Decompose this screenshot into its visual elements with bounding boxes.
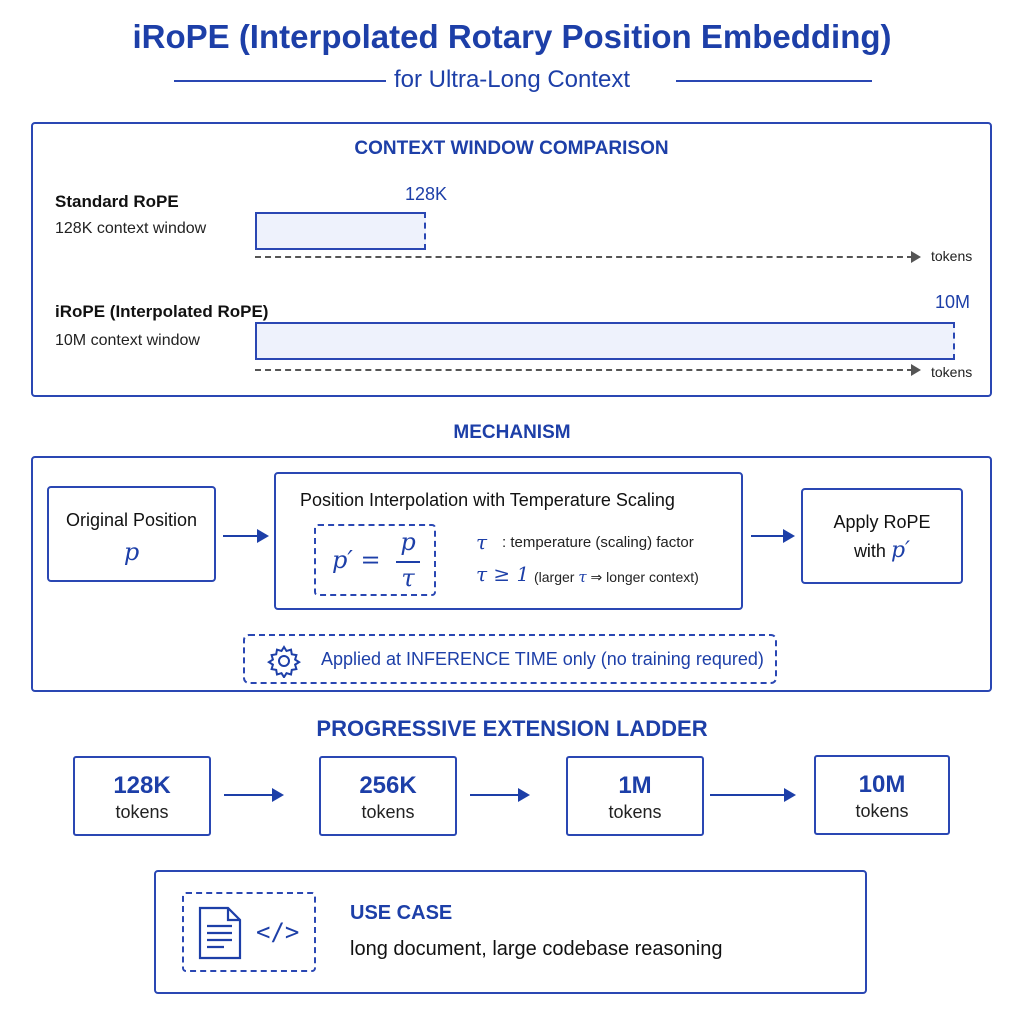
ladder-step-unit: tokens xyxy=(361,802,415,822)
formula-denominator: τ xyxy=(401,564,415,592)
ladder-step-value: 1M xyxy=(618,772,652,799)
irope-token-axis xyxy=(255,369,913,371)
apply-rope-box: Apply RoPE with p′ xyxy=(801,488,963,584)
irope-bar-value: 10M xyxy=(935,292,971,312)
ladder-step: 10M tokens xyxy=(814,755,950,835)
standard-rope-sub: 128K context window xyxy=(55,220,207,237)
mechanism-panel: Original Position p Position Interpolati… xyxy=(31,456,992,692)
usecase-icon-group: </> xyxy=(182,892,316,972)
interpolation-box: Position Interpolation with Temperature … xyxy=(274,472,743,610)
ladder-step: 128K tokens xyxy=(73,756,211,836)
ladder-step-unit: tokens xyxy=(855,801,909,821)
comparison-heading: CONTEXT WINDOW COMPARISON xyxy=(354,138,669,159)
gear-icon xyxy=(267,645,301,678)
standard-token-axis xyxy=(255,256,913,258)
formula-lhs: p′ = xyxy=(332,546,381,574)
ladder-step-value: 10M xyxy=(858,771,906,798)
tau-symbol: τ xyxy=(476,530,488,554)
page-title: iRoPE (Interpolated Rotary Position Embe… xyxy=(132,18,892,55)
ladder-step-value: 256K xyxy=(359,772,417,799)
subtitle-rule-right xyxy=(676,80,872,82)
code-icon: </> xyxy=(256,918,300,946)
page-subtitle: for Ultra-Long Context xyxy=(393,66,631,93)
tau-condition-note: (larger τ ⇒ longer context) xyxy=(534,568,699,586)
subtitle-rule-left xyxy=(174,80,386,82)
apply-rope-title: Apply RoPE xyxy=(833,512,931,532)
ladder-heading: PROGRESSIVE EXTENSION LADDER xyxy=(316,716,708,741)
standard-rope-label: Standard RoPE xyxy=(55,192,179,211)
standard-axis-label: tokens xyxy=(931,248,973,264)
formula-box: p′ = p τ xyxy=(314,524,436,596)
ladder-step-unit: tokens xyxy=(608,802,662,822)
axis-arrowhead xyxy=(911,251,921,263)
arrow-right-icon xyxy=(470,788,530,802)
ladder-step: 1M tokens xyxy=(566,756,704,836)
mechanism-heading: MECHANISM xyxy=(453,422,571,443)
tau-description: : temperature (scaling) factor xyxy=(502,534,694,551)
apply-rope-with: with p′ xyxy=(853,538,911,563)
tau-condition: τ ≥ 1 xyxy=(476,562,530,586)
standard-context-bar xyxy=(255,212,426,250)
irope-context-bar xyxy=(255,322,955,360)
usecase-panel: </> USE CASE long document, large codeba… xyxy=(154,870,867,994)
formula-numerator: p xyxy=(400,528,416,556)
standard-bar-value: 128K xyxy=(405,184,448,204)
original-position-title: Original Position xyxy=(65,510,198,530)
inference-note: Applied at INFERENCE TIME only (no train… xyxy=(243,634,777,684)
arrow-right-icon xyxy=(223,529,269,543)
arrow-right-icon xyxy=(710,788,796,802)
inference-note-text: Applied at INFERENCE TIME only (no train… xyxy=(321,649,764,669)
arrow-right-icon xyxy=(224,788,284,802)
ladder-step: 256K tokens xyxy=(319,756,457,836)
position-symbol: p xyxy=(123,538,140,566)
original-position-box: Original Position p xyxy=(47,486,216,582)
irope-label: iRoPE (Interpolated RoPE) xyxy=(55,302,269,321)
interpolation-title: Position Interpolation with Temperature … xyxy=(300,490,675,510)
subtitle-block: for Ultra-Long Context xyxy=(0,66,1024,96)
usecase-text: long document, large codebase reasoning xyxy=(350,938,723,960)
irope-axis-label: tokens xyxy=(931,364,973,380)
axis-arrowhead xyxy=(911,364,921,376)
irope-sub: 10M context window xyxy=(55,332,200,349)
comparison-panel: CONTEXT WINDOW COMPARISON Standard RoPE … xyxy=(31,122,992,397)
usecase-heading: USE CASE xyxy=(350,902,453,924)
arrow-right-icon xyxy=(751,529,795,543)
document-icon xyxy=(198,906,242,960)
fraction-bar xyxy=(396,561,420,563)
ladder-step-value: 128K xyxy=(113,772,171,799)
ladder-step-unit: tokens xyxy=(115,802,169,822)
